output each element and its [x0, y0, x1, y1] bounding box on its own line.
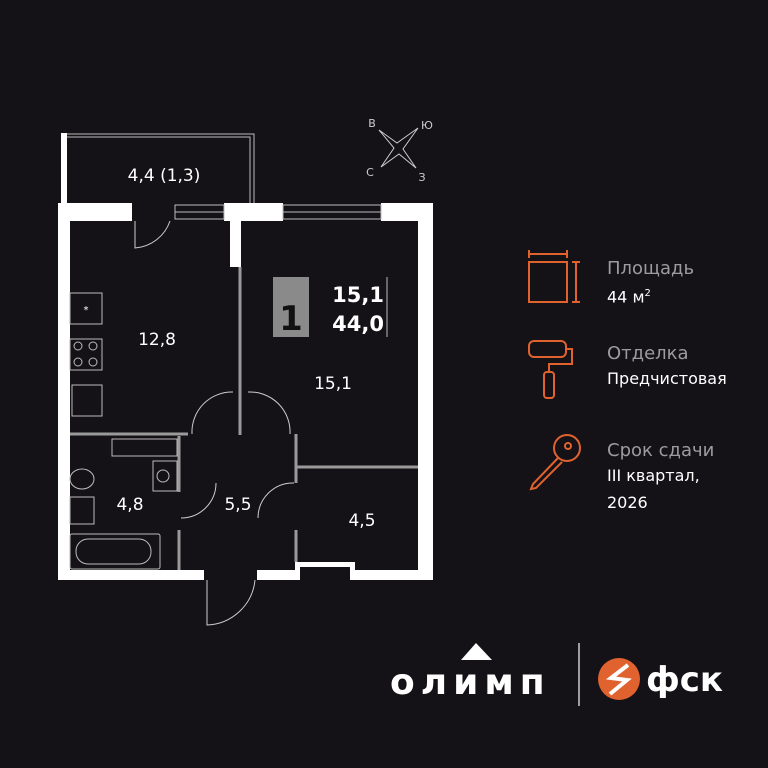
- kitchen-sink: [71, 384, 103, 417]
- deadline-title: Срок сдачи: [607, 440, 715, 461]
- room-count: 1: [279, 299, 303, 339]
- room-count-badge: [273, 277, 309, 337]
- bath-sink: [69, 496, 95, 525]
- bathtub: [69, 533, 161, 570]
- svg-text:З: З: [418, 171, 425, 184]
- interior-walls: [70, 267, 418, 570]
- toilet: [69, 468, 95, 490]
- area-title: Площадь: [607, 258, 695, 279]
- paint-roller-icon: [528, 340, 573, 399]
- windows: [174, 204, 382, 220]
- room-area-kitchen: 12,8: [138, 330, 176, 350]
- svg-text:В: В: [368, 117, 376, 130]
- living-area: 15,1: [332, 283, 384, 307]
- balcony: [61, 133, 255, 203]
- room-area-storage: 4,5: [348, 511, 375, 531]
- key-icon: [529, 434, 581, 491]
- finish-value: Предчистовая: [607, 369, 727, 388]
- room-area-balcony: 4,4 (1,3): [128, 166, 201, 186]
- stove: [69, 338, 103, 371]
- finish-title: Отделка: [607, 343, 689, 364]
- deadline-year: 2026: [607, 493, 648, 512]
- fridge: [69, 292, 103, 325]
- svg-text:*: *: [84, 305, 89, 316]
- room-area-hall: 5,5: [224, 495, 251, 515]
- area-icon: [528, 250, 580, 303]
- info-deadline: Срок сдачи III квартал, 2026: [607, 440, 714, 516]
- total-area: 44,0: [332, 312, 384, 336]
- developer-logo: фск: [646, 660, 723, 700]
- area-value: 44 м2: [607, 287, 651, 307]
- room-area-bathroom: 4,8: [116, 495, 143, 515]
- svg-text:Ю: Ю: [421, 119, 433, 132]
- project-logo: олимп: [390, 662, 551, 703]
- info-area: Площадь 44 м2: [607, 258, 694, 310]
- compass-icon: В Ю С З: [366, 117, 433, 184]
- info-finish: Отделка Предчистовая: [607, 343, 727, 392]
- room-area-living: 15,1: [314, 374, 352, 394]
- fixtures: *: [69, 292, 178, 570]
- svg-text:С: С: [366, 166, 374, 179]
- walls: [58, 203, 433, 580]
- washing-units: [111, 438, 178, 457]
- doors: [134, 220, 295, 626]
- boiler: [152, 460, 178, 492]
- deadline-value: III квартал,: [607, 466, 700, 485]
